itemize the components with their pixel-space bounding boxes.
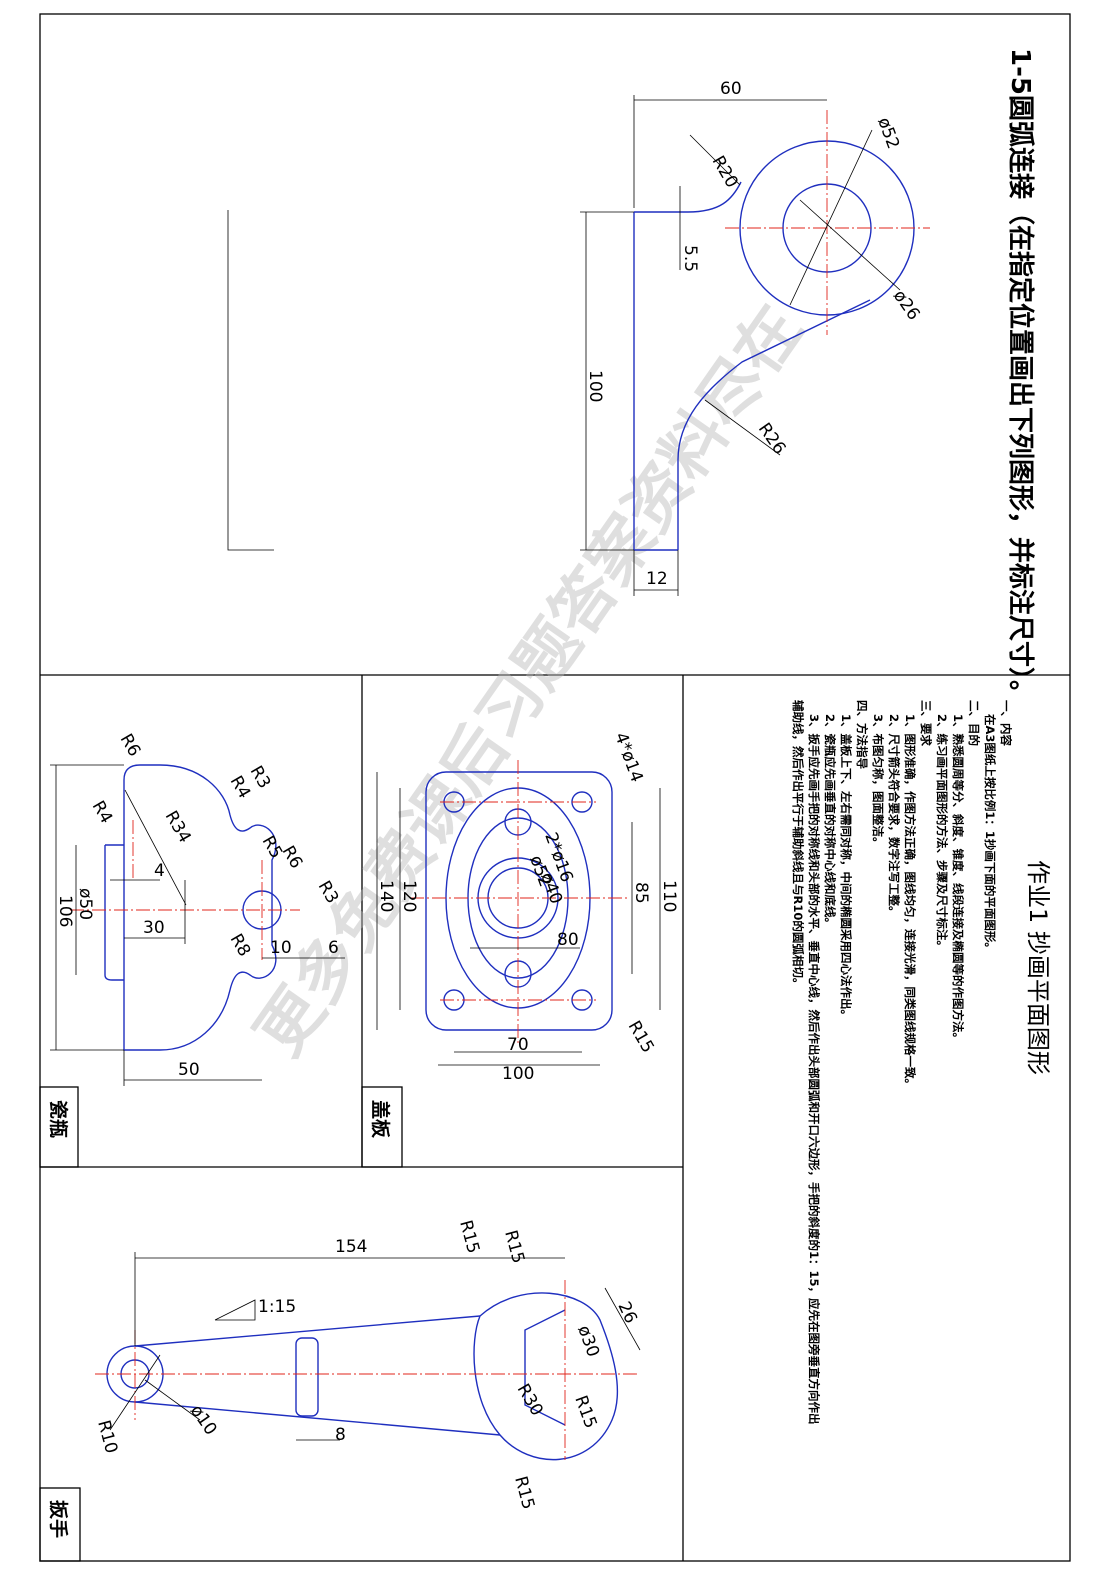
label-porcelain: 瓷瓶 [47, 1100, 70, 1138]
dim-r15-a: R15 [455, 1218, 483, 1255]
dim-r10: R10 [93, 1418, 121, 1455]
note-line: 一、内容 [999, 700, 1013, 746]
note-line: 辅助线，然后作出平行于辅助斜线且与R10的圆弧相切。 [791, 700, 805, 989]
note-line: 2、瓷瓶应先画垂直的对称中心线和底线。 [823, 714, 837, 929]
slope-symbol [214, 1299, 256, 1321]
plate-outline [425, 771, 613, 1031]
dim-85: 85 [631, 882, 651, 904]
dim-r15: R15 [624, 1018, 658, 1057]
notes-block: 一、内容 在A3图纸上按比例1：1抄画下面的平面图形。 二、目的 1、熟悉圆周等… [791, 700, 1013, 1425]
dim-100: 100 [502, 1064, 534, 1084]
dim-slope: 1:15 [258, 1297, 296, 1317]
dim-120: 120 [399, 880, 419, 912]
dim-10: 10 [270, 938, 292, 958]
label-wrench: 扳手 [47, 1500, 70, 1538]
note-line: 3、布图匀称，图面整洁。 [871, 714, 885, 849]
arc-r26-tangent [677, 299, 871, 550]
dim-holes: 4*ø14 [610, 730, 646, 785]
wrench-section [295, 1337, 319, 1417]
note-line: 1、盖板上下、左右需同对称，中间的椭圆采用四心法作出。 [839, 714, 853, 1021]
dim-line-d52 [789, 129, 873, 306]
wrench-handle-top [134, 1315, 481, 1347]
dim-line-26 [604, 1287, 641, 1351]
dim-r8: R8 [226, 931, 255, 961]
dim-d52: ø52 [873, 115, 903, 152]
dim-line-d26 [799, 199, 901, 291]
assignment-title: 作业1 抄画平面图形 [1024, 860, 1052, 1075]
wrench-drawing: 154 1:15 8 R10 ø10 R15 R15 26 ø30 R30 R1… [93, 1218, 641, 1511]
wrench-jaw-opening [524, 1309, 566, 1426]
dim-d26: ø26 [889, 286, 924, 324]
dim-line-r26 [704, 399, 781, 456]
note-line: 2、练习画平面图形的方法、步骤及尺寸标注。 [935, 714, 949, 952]
dim-line-r20 [689, 134, 741, 186]
dim-8: 8 [335, 1425, 346, 1445]
label-cover-plate: 盖板 [369, 1100, 392, 1139]
dim-r15-b: R15 [500, 1228, 528, 1265]
dim-5-5: 5.5 [680, 245, 700, 272]
dim-106: 106 [55, 895, 75, 927]
note-line: 1、熟悉圆周等分、斜度、锥度、线段连接及椭圆等的作图方法。 [951, 714, 965, 1044]
dim-26: 26 [613, 1299, 640, 1327]
dim-4: 4 [154, 861, 165, 881]
dim-d30: ø30 [573, 1323, 603, 1360]
note-line: 四、方法指导 [855, 700, 869, 769]
wrench-label-box [39, 1487, 81, 1562]
dim-80: 80 [557, 930, 579, 950]
dim-line-d10 [144, 1379, 201, 1421]
porcelain-base-foot [104, 845, 124, 981]
arc-connection-drawing: 60 ø52 R20 ø26 5.5 100 R26 12 [227, 79, 930, 596]
dim-line-r34 [124, 789, 187, 906]
dim-6: 6 [328, 938, 339, 958]
reference-corner-line [227, 210, 274, 551]
dim-110: 110 [659, 880, 679, 912]
dim-r15-c: R15 [570, 1393, 600, 1431]
dim-r26: R26 [754, 419, 790, 458]
wrench-head-outline [473, 1292, 619, 1461]
dim-d50: ø50 [75, 888, 95, 920]
dim-154: 154 [335, 1237, 367, 1257]
dim-60: 60 [720, 79, 742, 99]
dim-r4-left: R4 [88, 798, 117, 828]
porcelain-label-box [39, 1086, 79, 1168]
dim-r6-top: R6 [116, 731, 145, 761]
porcelain-outline [123, 764, 277, 1051]
note-line: 三、要求 [919, 700, 933, 746]
arc-r20 [687, 181, 742, 213]
dim-30: 30 [143, 918, 165, 938]
dim-12: 12 [646, 569, 668, 589]
dim-140: 140 [376, 880, 396, 912]
dim-70: 70 [507, 1035, 529, 1055]
dim-100: 100 [585, 370, 605, 402]
dim-line-r10 [109, 1354, 161, 1431]
dim-r15-d: R15 [510, 1474, 538, 1511]
cover-label-box [361, 1086, 403, 1168]
dim-r20: R20 [708, 153, 742, 192]
note-line: 1、图形准确，作图方法正确，图线均匀，连接光滑，同类图线规格一致。 [903, 714, 917, 1090]
wrench-handle-bottom [134, 1401, 501, 1436]
sheet-border [39, 13, 1071, 1562]
note-line: 在A3图纸上按比例1：1抄画下面的平面图形。 [983, 714, 997, 954]
note-line: 二、目的 [967, 700, 981, 746]
dim-r34: R34 [161, 808, 195, 847]
title-1-5: 1-5圆弧连接（在指定位置画出下列图形，并标注尺寸）。 [1005, 48, 1036, 706]
dim-50: 50 [178, 1060, 200, 1080]
note-line: 3、扳手应先画手把的对称线和头部的水平、垂直中心线，然后作出头部圆弧和开口六边形… [807, 714, 821, 1425]
note-line: 2、尺寸箭头符合要求，数字注写工整。 [887, 714, 901, 918]
